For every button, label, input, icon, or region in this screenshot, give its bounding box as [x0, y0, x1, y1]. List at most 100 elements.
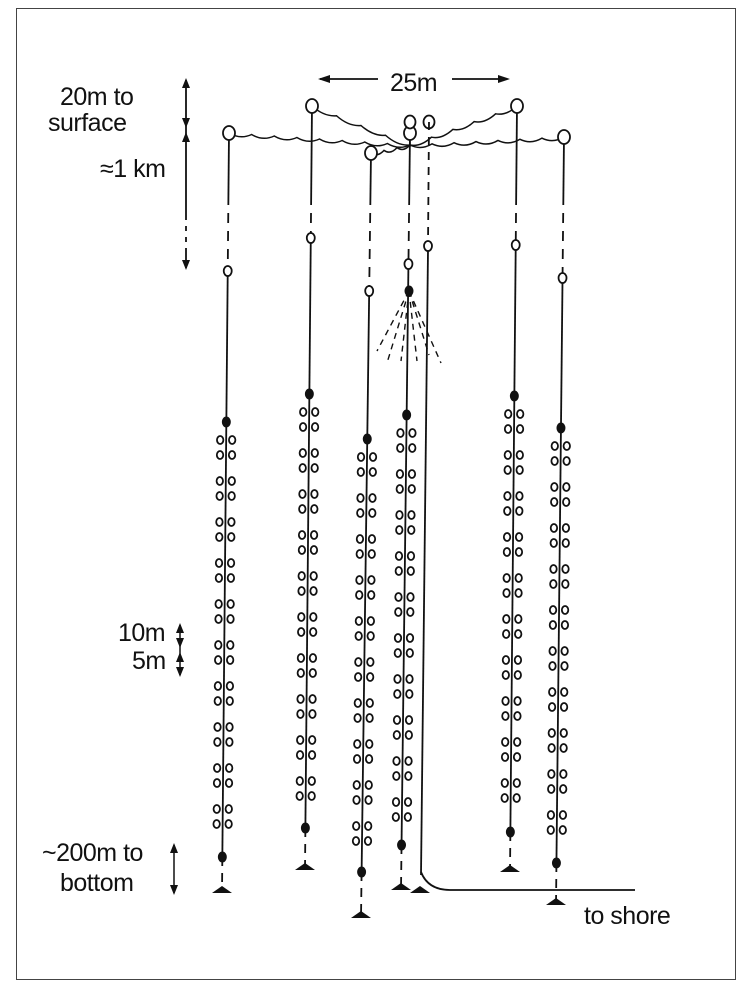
buoy-icon: [364, 285, 375, 297]
string-cable: [407, 194, 411, 265]
optical-module-icon: [503, 491, 512, 501]
optical-module-icon: [396, 428, 405, 438]
optical-module-icon: [214, 599, 223, 609]
optical-module-icon: [354, 672, 363, 682]
optical-module-icon: [296, 694, 305, 704]
optical-module-icon: [352, 821, 361, 831]
optical-module-icon: [501, 655, 511, 665]
optical-module-icon: [391, 797, 401, 807]
optical-module-icon: [547, 728, 556, 738]
optical-module-icon: [394, 607, 403, 617]
optical-module-icon: [501, 696, 510, 706]
string-cable: [509, 244, 517, 833]
optical-module-icon: [562, 482, 571, 492]
optical-module-icon: [228, 435, 237, 445]
optical-module-icon: [299, 407, 308, 417]
optical-module-icon: [502, 588, 511, 598]
optical-module-icon: [365, 713, 374, 723]
optical-module-icon: [561, 523, 571, 533]
optical-module-icon: [224, 778, 234, 788]
optical-module-icon: [227, 532, 236, 542]
optical-module-icon: [309, 530, 319, 540]
spacing-10m-label: 10m: [118, 619, 166, 647]
depth-label: ≈1 km: [100, 155, 166, 183]
optical-module-icon: [225, 763, 234, 773]
optical-module-icon: [295, 776, 304, 786]
optical-module-icon: [548, 605, 558, 615]
string-cable: [515, 105, 518, 196]
optical-module-icon: [393, 674, 402, 684]
string-cable: [400, 844, 403, 891]
optical-module-icon: [227, 476, 236, 486]
electronics-module-icon: [509, 390, 519, 402]
optical-module-icon: [309, 545, 319, 555]
optical-module-icon: [352, 780, 361, 790]
optical-module-icon: [393, 689, 402, 699]
optical-module-icon: [297, 571, 306, 581]
arrow-up-icon: [182, 132, 190, 142]
optical-module-icon: [215, 476, 224, 486]
string-cable: [368, 194, 372, 292]
optical-module-icon: [354, 631, 363, 641]
optical-module-icon: [213, 696, 222, 706]
optical-module-icon: [226, 640, 235, 650]
optical-module-icon: [226, 655, 235, 665]
optical-module-icon: [364, 780, 373, 790]
arrow-down-icon: [182, 260, 190, 270]
optical-module-icon: [515, 450, 524, 460]
optical-module-icon: [310, 489, 319, 499]
optical-module-icon: [226, 599, 235, 609]
optical-module-icon: [550, 497, 559, 507]
arrow-left-icon: [318, 75, 330, 83]
optical-module-icon: [212, 804, 221, 814]
electronics-module-icon: [551, 857, 561, 869]
anchor-icon: [295, 863, 315, 870]
optical-module-icon: [514, 532, 524, 542]
arrow-right-icon: [498, 75, 510, 83]
optical-module-icon: [501, 711, 510, 721]
optical-module-icon: [355, 534, 365, 544]
optical-module-icon: [547, 784, 556, 794]
electronics-module-icon: [304, 388, 314, 400]
optical-module-icon: [307, 776, 316, 786]
string-cable: [221, 270, 229, 858]
optical-module-icon: [224, 819, 233, 829]
optical-module-icon: [367, 549, 376, 559]
anchor-icon: [500, 865, 520, 872]
optical-module-icon: [514, 588, 523, 598]
optical-module-icon: [501, 670, 510, 680]
optical-module-icon: [214, 655, 223, 665]
buoy-rope: [311, 105, 411, 146]
optical-module-icon: [355, 549, 364, 559]
buoy-icon: [222, 125, 236, 141]
optical-module-icon: [356, 452, 366, 462]
optical-module-icon: [562, 441, 571, 451]
optical-module-icon: [513, 655, 523, 665]
optical-module-icon: [365, 739, 374, 749]
buoy-icon: [557, 272, 568, 284]
optical-module-icon: [502, 629, 511, 639]
optical-module-icon: [367, 575, 376, 585]
optical-module-icon: [504, 409, 513, 419]
electronics-module-icon: [505, 826, 515, 838]
arrow-up-icon: [176, 623, 184, 633]
optical-module-icon: [395, 469, 405, 479]
to-shore-label: to shore: [584, 902, 671, 930]
optical-module-icon: [311, 407, 320, 417]
optical-module-icon: [353, 739, 362, 749]
optical-module-icon: [367, 534, 377, 544]
optical-module-icon: [310, 422, 320, 432]
optical-module-icon: [502, 614, 511, 624]
optical-module-icon: [214, 573, 224, 583]
shore-cable: [420, 249, 429, 876]
optical-module-icon: [364, 795, 373, 805]
optical-module-icon: [214, 558, 224, 568]
optical-module-icon: [514, 614, 523, 624]
optical-module-icon: [395, 510, 404, 520]
optical-module-icon: [308, 653, 318, 663]
arrow-down-icon: [182, 118, 190, 128]
anchor-icon: [391, 883, 411, 890]
optical-module-icon: [307, 750, 317, 760]
optical-module-icon: [550, 441, 559, 451]
optical-module-icon: [404, 715, 414, 725]
